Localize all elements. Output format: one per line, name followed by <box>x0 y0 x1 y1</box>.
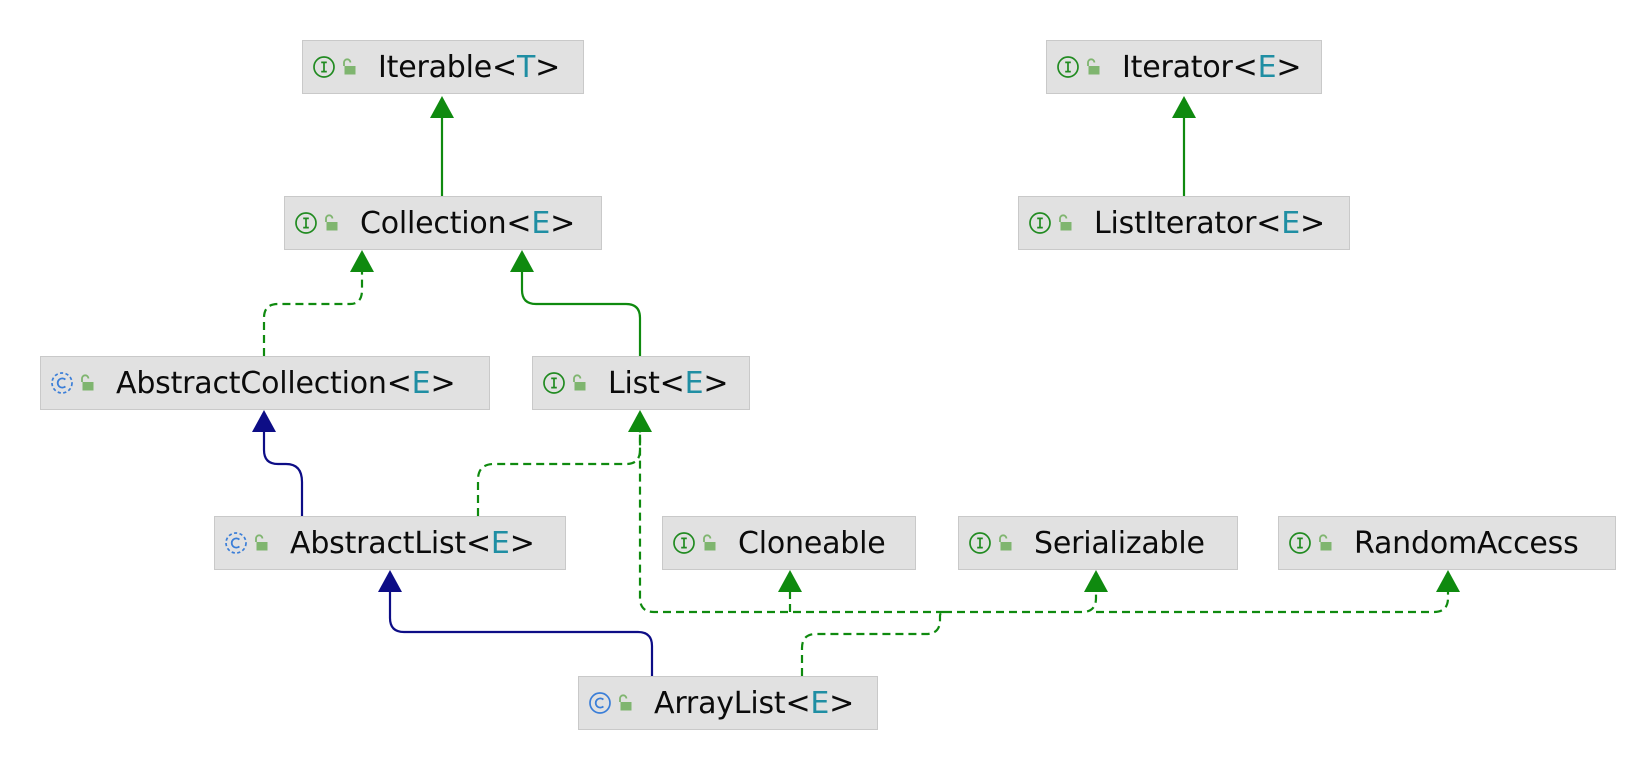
edge-arraylist-serializable-arrowhead <box>1084 570 1108 592</box>
abstract-class-icon <box>224 531 248 555</box>
edge-listiterator-iterator-arrowhead <box>1172 96 1196 118</box>
interface-icon <box>1288 531 1312 555</box>
node-serializable[interactable]: Serializable <box>958 516 1238 570</box>
node-label: Iterable<T> <box>378 49 561 85</box>
class-icon <box>588 691 612 715</box>
unlocked-icon <box>700 531 718 555</box>
node-label: List<E> <box>608 365 729 401</box>
unlocked-icon <box>1316 531 1334 555</box>
interface-icon <box>672 531 696 555</box>
interface-icon <box>542 371 566 395</box>
edge-abstractlist-list <box>476 432 642 516</box>
edge-arraylist-list <box>638 432 944 614</box>
edge-list-collection <box>520 272 642 356</box>
edge-arraylist-abstractlist-arrowhead <box>378 570 402 592</box>
node-randomaccess[interactable]: RandomAccess <box>1278 516 1616 570</box>
node-abstractcollection[interactable]: AbstractCollection<E> <box>40 356 490 410</box>
abstract-class-icon <box>50 371 74 395</box>
unlocked-icon <box>252 531 270 555</box>
node-label: AbstractCollection<E> <box>116 365 456 401</box>
edge-arraylist-serializable <box>944 592 1098 614</box>
edge-arraylist-randomaccess <box>1096 592 1450 614</box>
node-label: Iterator<E> <box>1122 49 1302 85</box>
node-label: Collection<E> <box>360 205 576 241</box>
edge-abstractcollection-collection-arrowhead <box>350 250 374 272</box>
edge-arraylist-bus <box>800 610 945 676</box>
unlocked-icon <box>340 55 358 79</box>
node-label: Cloneable <box>738 525 886 561</box>
node-label: Serializable <box>1034 525 1205 561</box>
unlocked-icon <box>1084 55 1102 79</box>
edge-abstractlist-abstractcollection-arrowhead <box>252 410 276 432</box>
node-label: AbstractList<E> <box>290 525 535 561</box>
unlocked-icon <box>1056 211 1074 235</box>
interface-icon <box>312 55 336 79</box>
interface-icon <box>294 211 318 235</box>
edge-abstractlist-abstractcollection <box>262 432 304 516</box>
edge-arraylist-cloneable-arrowhead <box>778 570 802 592</box>
unlocked-icon <box>78 371 96 395</box>
edge-abstractcollection-collection <box>262 272 364 356</box>
node-iterator[interactable]: Iterator<E> <box>1046 40 1322 94</box>
node-collection[interactable]: Collection<E> <box>284 196 602 250</box>
node-listiterator[interactable]: ListIterator<E> <box>1018 196 1350 250</box>
node-abstractlist[interactable]: AbstractList<E> <box>214 516 566 570</box>
interface-icon <box>1056 55 1080 79</box>
node-label: ListIterator<E> <box>1094 205 1325 241</box>
node-list[interactable]: List<E> <box>532 356 750 410</box>
edge-arraylist-randomaccess-arrowhead <box>1436 570 1460 592</box>
unlocked-icon <box>996 531 1014 555</box>
edge-arraylist-abstractlist <box>388 592 654 676</box>
node-label: RandomAccess <box>1354 525 1579 561</box>
edge-collection-iterable-arrowhead <box>430 96 454 118</box>
node-arraylist[interactable]: ArrayList<E> <box>578 676 878 730</box>
unlocked-icon <box>570 371 588 395</box>
node-label: ArrayList<E> <box>654 685 855 721</box>
unlocked-icon <box>616 691 634 715</box>
interface-icon <box>968 531 992 555</box>
interface-icon <box>1028 211 1052 235</box>
node-cloneable[interactable]: Cloneable <box>662 516 916 570</box>
edge-abstractlist-list-arrowhead <box>628 410 652 432</box>
node-iterable[interactable]: Iterable<T> <box>302 40 584 94</box>
edge-list-collection-arrowhead <box>510 250 534 272</box>
unlocked-icon <box>322 211 340 235</box>
